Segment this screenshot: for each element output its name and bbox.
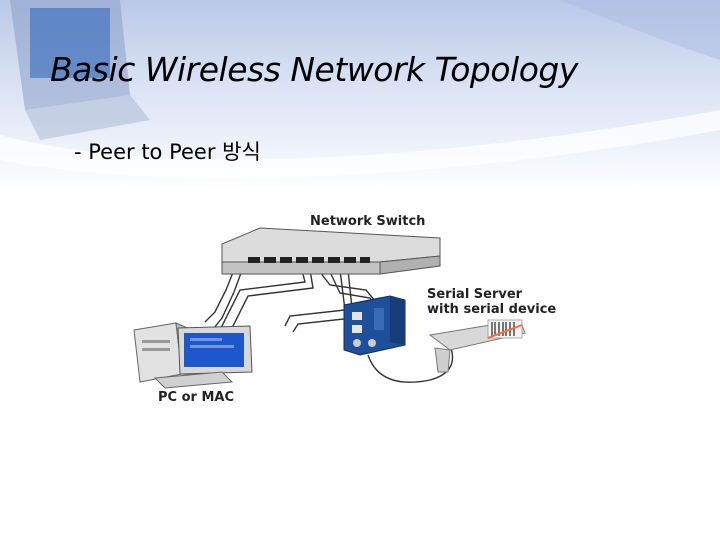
server-label-line2: with serial device	[427, 302, 556, 317]
barcode-scanner-icon	[430, 320, 525, 372]
server-label-line1: Serial Server	[427, 287, 523, 302]
serial-server-icon	[344, 296, 405, 355]
pc-label: PC or MAC	[158, 390, 234, 405]
network-switch-icon	[222, 228, 440, 274]
switch-label: Network Switch	[310, 214, 425, 229]
desktop-pc-icon	[134, 323, 252, 388]
